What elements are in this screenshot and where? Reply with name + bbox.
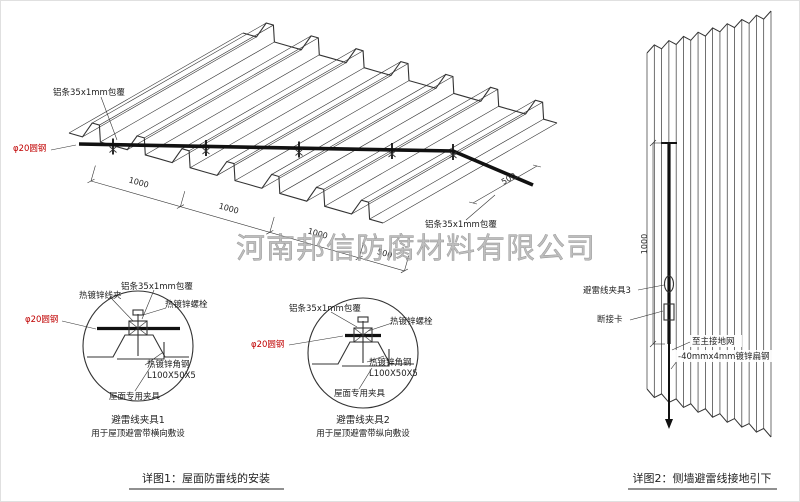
dim-wall-1000: 1000 xyxy=(640,234,649,254)
figure-captions: 详图1：屋面防雷线的安装 详图2：侧墙避雷线接地引下 xyxy=(129,471,777,490)
label-c2-bolt: 热镀锌螺栓 xyxy=(390,316,433,327)
label-round-steel-main: φ20圆钢 xyxy=(13,143,46,154)
label-c1-roof-clamp: 屋面专用夹具 xyxy=(109,391,161,402)
label-disconnect-link: 断接卡 xyxy=(597,314,623,325)
label-alu-strip-right: 铝条35x1mm包覆 xyxy=(425,219,497,230)
label-c1-bolt: 热镀锌螺栓 xyxy=(165,299,208,310)
label-c1-wire-clip: 热镀锌线夹 xyxy=(79,290,122,301)
label-alu-strip-top: 铝条35x1mm包覆 xyxy=(53,87,125,98)
label-c1-alu-strip: 铝条35x1mm包覆 xyxy=(121,281,193,292)
down-lead-conductor xyxy=(661,142,677,429)
clamp-detail-1: 热镀锌线夹 铝条35x1mm包覆 热镀锌螺栓 φ20圆钢 热镀锌角钢 L100X… xyxy=(25,281,208,439)
figure1-leaders xyxy=(50,96,496,221)
label-c1-angle-steel: 热镀锌角钢 xyxy=(147,359,190,370)
label-c2-roof-clamp: 屋面专用夹具 xyxy=(334,388,386,399)
corrugated-wall xyxy=(646,10,772,438)
clamp-detail-2: 铝条35x1mm包覆 热镀锌螺栓 φ20圆钢 热镀锌角钢 L100X50X5 屋… xyxy=(251,297,433,439)
label-flat-steel: -40mmx4mm镀锌扁钢 xyxy=(678,351,769,362)
corrugated-roof-sheet xyxy=(68,22,558,224)
clamp1-subtitle: 用于屋顶避雷带横向敷设 xyxy=(91,428,185,439)
clamp1-title: 避雷线夹具1 xyxy=(111,414,165,426)
dim-1000-1: 1000 xyxy=(128,175,150,189)
wire-clamp-marks xyxy=(109,138,457,160)
dim-500-bottom: 500 xyxy=(376,247,393,260)
dimension-wall-1000: 1000 xyxy=(640,139,665,348)
label-c2-angle-steel: 热镀锌角钢 xyxy=(369,357,412,368)
clamp2-title: 避雷线夹具2 xyxy=(336,414,390,426)
company-watermark: 河南邦信防腐材料有限公司 xyxy=(236,231,596,265)
label-c2-angle-spec: L100X50X5 xyxy=(369,369,418,379)
dimension-chain-bottom: 1000 1000 1000 500 xyxy=(87,165,410,274)
label-to-main-ground: 至主接地网 xyxy=(692,336,735,347)
figure2-caption: 详图2：侧墙避雷线接地引下 xyxy=(633,471,772,485)
clamp2-subtitle: 用于屋顶避雷带纵向敷设 xyxy=(316,428,410,439)
label-c1-round-steel: φ20圆钢 xyxy=(25,314,58,325)
dim-1000-2: 1000 xyxy=(218,201,240,215)
label-c1-angle-spec: L100X50X5 xyxy=(147,371,196,381)
label-clamp3: 避雷线夹具3 xyxy=(583,285,631,296)
label-c2-alu-strip: 铝条35x1mm包覆 xyxy=(289,303,361,314)
label-c2-round-steel: φ20圆钢 xyxy=(251,339,284,350)
figure1-caption: 详图1：屋面防雷线的安装 xyxy=(142,471,270,485)
figure2-labels: 避雷线夹具3 断接卡 至主接地网 -40mmx4mm镀锌扁钢 xyxy=(581,284,775,370)
